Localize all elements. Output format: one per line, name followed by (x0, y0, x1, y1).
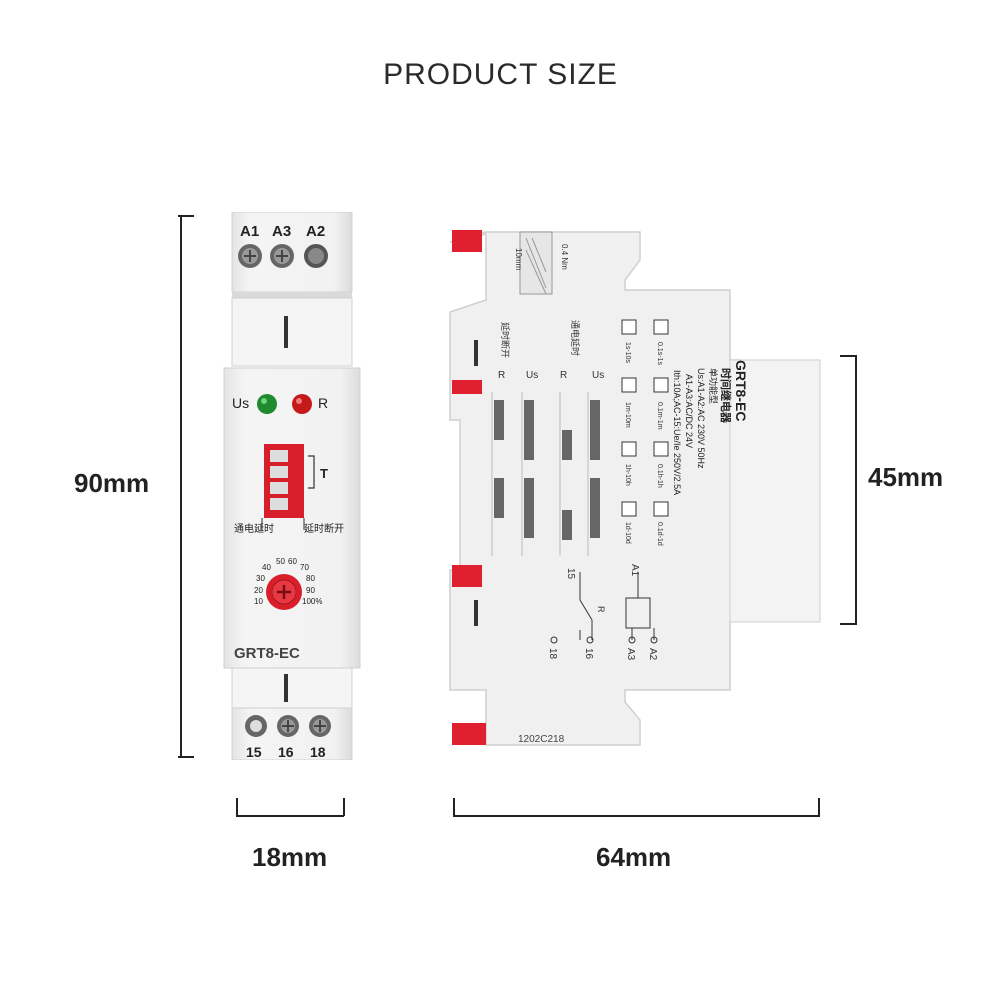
side-torque-label: 0.4 Nm (560, 244, 569, 270)
dial-tick-50: 50 (276, 557, 285, 566)
width-dimension-tick-right (343, 798, 345, 816)
bottom-screw-1 (245, 715, 267, 737)
led-us-label: Us (232, 395, 249, 411)
bottom-screw-3 (309, 715, 331, 737)
din-clip-middle (452, 565, 482, 587)
side-spec-a1a3: A1-A3:AC/DC 24V (684, 374, 694, 448)
depth-dimension-tick-right (818, 798, 820, 816)
mode-off-delay-label: 延时断开 (304, 522, 344, 535)
height-dimension-line (180, 216, 182, 757)
side-axis-r-2: R (560, 370, 567, 381)
wiring-18: 18 (547, 648, 558, 660)
width-dimension-tick-left (236, 798, 238, 816)
depth-dimension-tick-left (453, 798, 455, 816)
side-mode-off-delay: 延时断开 (500, 322, 511, 358)
top-screw-1 (238, 244, 262, 268)
terminal-a1-label: A1 (240, 223, 259, 240)
dial-tick-30: 30 (256, 574, 265, 583)
led-us-indicator (257, 394, 277, 414)
terminal-a2-label: A2 (306, 223, 325, 240)
terminal-16-label: 16 (278, 744, 294, 760)
range-1s-10s: 1s-10s (624, 342, 631, 364)
side-model-label: GRT8-EC (733, 360, 749, 421)
dial-tick-100: 100% (302, 597, 322, 606)
range-0-1s-1s: 0.1s-1s (656, 342, 663, 365)
wiring-a2: A2 (647, 648, 658, 661)
mode-on-delay-label: 通电延时 (234, 522, 274, 535)
side-spec-us: Us:A1-A2:AC 230V 50Hz (696, 368, 706, 469)
din-clip-top (452, 230, 482, 252)
din-clip-bottom (452, 723, 486, 745)
terminal-15-label: 15 (246, 744, 262, 760)
terminal-18-label: 18 (310, 744, 326, 760)
dial-tick-60: 60 (288, 557, 297, 566)
front-view: A1 A3 A2 Us R T 通电延时 延时断开 10 20 30 40 50… (223, 212, 361, 760)
depth-dimension-line (453, 815, 820, 817)
dial-tick-80: 80 (306, 574, 315, 583)
side-view: 10mm 0.4 Nm 延时断开 通电延时 R Us R Us 1s-10s 0… (449, 230, 821, 746)
range-grid (621, 319, 669, 517)
side-serial-number: 1202C218 (518, 734, 565, 745)
width-dimension-label: 18mm (252, 842, 328, 872)
depth-dimension-label: 64mm (596, 842, 672, 872)
side-height-dimension-tick-bottom (840, 623, 857, 625)
width-dimension-line (236, 815, 344, 817)
bottom-screw-2 (277, 715, 299, 737)
dial-tick-90: 90 (306, 586, 315, 595)
side-strip-length: 10mm (514, 248, 523, 271)
side-mode-on-delay: 通电延时 (570, 320, 581, 356)
terminal-a3-label: A3 (272, 223, 291, 240)
side-spec-ith: Ith:10A;AC-15:Ue/Ie 250V/2.5A (672, 370, 682, 495)
side-subtitle-cn: 单功能型 (708, 368, 719, 404)
side-axis-us-2: Us (592, 370, 604, 381)
wiring-a1: A1 (629, 564, 640, 577)
top-screw-3 (304, 244, 328, 268)
side-height-dimension-label: 45mm (868, 462, 944, 492)
front-model-label: GRT8-EC (234, 645, 300, 662)
wiring-16: 16 (583, 648, 594, 660)
range-0-1m-1m: 0.1m-1m (656, 402, 663, 430)
wiring-diagram (550, 572, 658, 644)
side-name-cn: 时间继电器 (719, 368, 733, 424)
page-title: PRODUCT SIZE (383, 58, 618, 91)
range-0-1d-1d: 0.1d-1d (656, 522, 663, 546)
led-r-label: R (318, 395, 328, 411)
side-height-dimension-tick-top (840, 355, 857, 357)
range-0-1h-1h: 0.1h-1h (656, 464, 663, 488)
timing-diagram-off-delay (491, 392, 534, 556)
dial-tick-20: 20 (254, 586, 263, 595)
dial-tick-40: 40 (262, 563, 271, 572)
height-dimension-tick-bottom (178, 756, 194, 758)
timing-diagram-on-delay (559, 392, 600, 556)
side-axis-r-1: R (498, 370, 505, 381)
range-1d-10d: 1d-10d (624, 522, 631, 544)
height-dimension-tick-top (178, 215, 194, 217)
top-screw-2 (270, 244, 294, 268)
wiring-r: R (596, 606, 606, 613)
side-height-dimension-line (855, 356, 857, 624)
range-1m-10m: 1m-10m (624, 402, 631, 428)
wiring-15: 15 (565, 568, 576, 580)
dial-tick-70: 70 (300, 563, 309, 572)
side-axis-us-1: Us (526, 370, 538, 381)
height-dimension-label: 90mm (74, 468, 150, 498)
dip-time-label: T (320, 466, 328, 481)
dial-tick-10: 10 (254, 597, 263, 606)
range-1h-10h: 1h-10h (624, 464, 631, 486)
led-r-indicator (292, 394, 312, 414)
wiring-a3: A3 (625, 648, 636, 661)
